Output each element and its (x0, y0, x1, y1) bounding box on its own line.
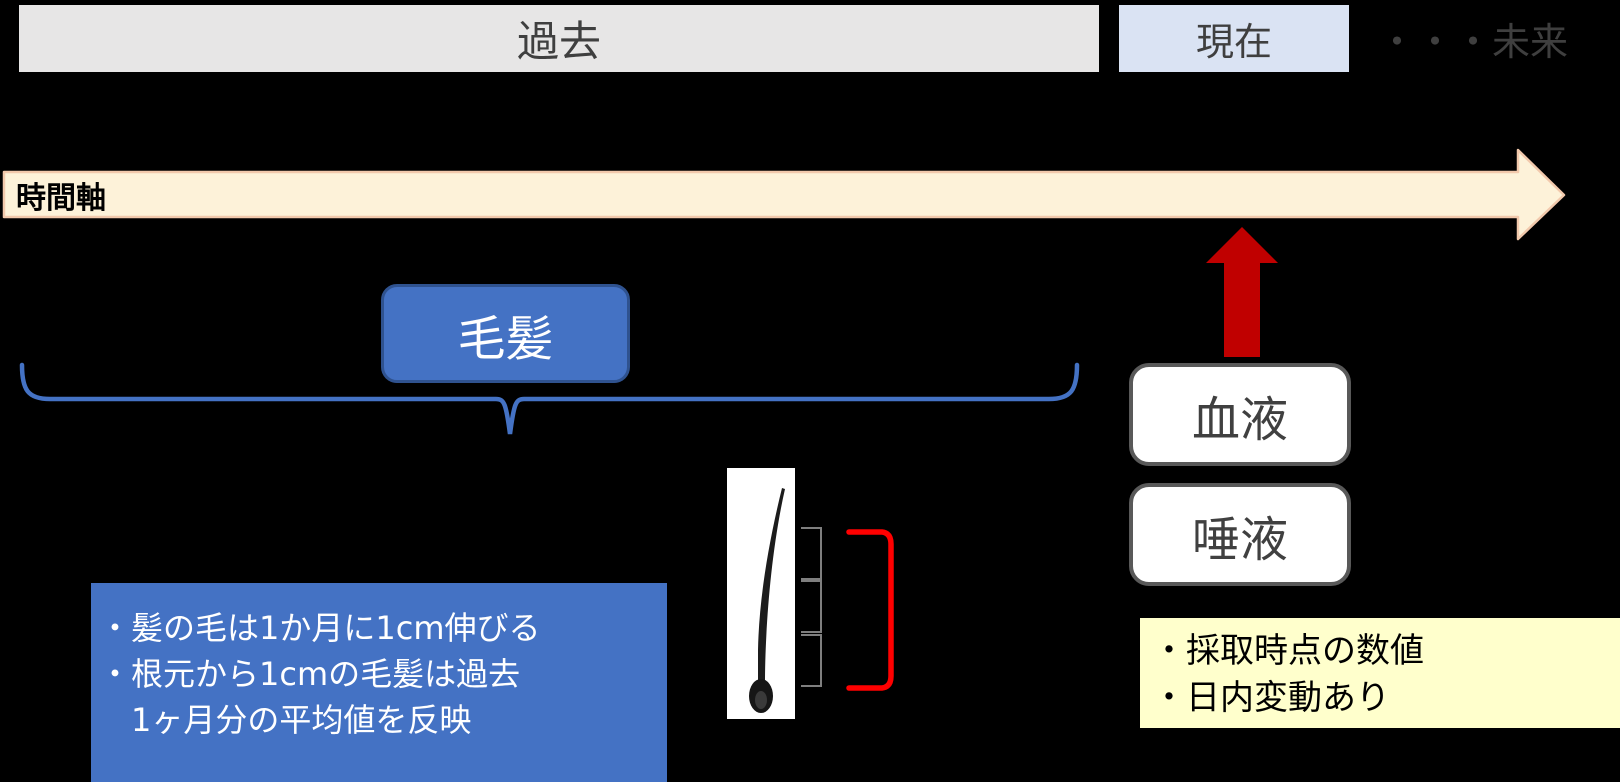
past-period-box: 過去 (19, 5, 1099, 72)
hair-note-box: ・髪の毛は1か月に1cm伸びる ・根元から1cmの毛髪は過去 1ヶ月分の平均値を… (91, 583, 667, 782)
up-arrow-icon (1206, 227, 1278, 357)
hair-label: 毛髪 (457, 310, 554, 367)
time-axis-arrow-icon (2, 148, 1566, 241)
blood-label: 血液 (1191, 391, 1288, 448)
hair-note-line-1: ・髪の毛は1か月に1cm伸びる (99, 609, 541, 647)
hair-note-line-3: 1ヶ月分の平均値を反映 (99, 701, 472, 739)
time-axis-label: 時間軸 (16, 180, 106, 216)
present-label: 現在 (1195, 20, 1272, 64)
saliva-sample-box: 唾液 (1129, 483, 1351, 586)
blood-sample-box: 血液 (1129, 363, 1351, 466)
sample-note-line-1: ・採取時点の数値 (1152, 631, 1424, 671)
hair-note-line-2: ・根元から1cmの毛髪は過去 (99, 655, 521, 693)
future-label: ・・・未来 (1378, 20, 1569, 64)
sample-note-line-2: ・日内変動あり (1152, 678, 1390, 718)
hair-illustration (727, 468, 795, 719)
hair-segment-brackets-icon (801, 527, 822, 687)
hair-sample-box: 毛髪 (381, 284, 630, 383)
past-label: 過去 (516, 17, 601, 66)
sample-note-box: ・採取時点の数値 ・日内変動あり (1140, 618, 1620, 728)
hair-length-bracket-icon (846, 529, 894, 691)
saliva-label: 唾液 (1191, 511, 1288, 568)
present-period-box: 現在 (1119, 5, 1349, 72)
